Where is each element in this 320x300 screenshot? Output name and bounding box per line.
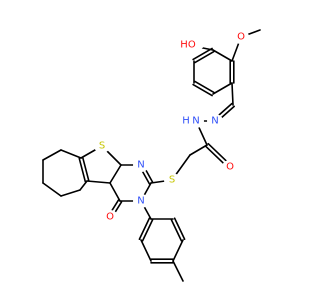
atom-text-o_methoxy: O bbox=[237, 32, 245, 43]
bond-c7a-h1 bbox=[60, 149, 82, 159]
bond-h1-h2 bbox=[42, 149, 62, 161]
bond-r1-r2 bbox=[212, 49, 233, 62]
atom-label-n_imine: N bbox=[207, 114, 223, 128]
bond-t1-t2 bbox=[138, 217, 151, 241]
atom-label-o_amide: O bbox=[222, 160, 238, 174]
bond-r6-r1 bbox=[194, 50, 215, 64]
bond-c3a-c4a bbox=[86, 180, 111, 184]
atom-label-o_ketone: O bbox=[102, 210, 118, 224]
atom-text-n_amide: N bbox=[192, 116, 199, 127]
atom-text-s_thiophene: S bbox=[99, 141, 105, 152]
atom-label-n_amide: N bbox=[188, 114, 204, 128]
bonds-layer bbox=[42, 29, 261, 282]
bond-r3-r4 bbox=[212, 82, 233, 95]
bond-t5-t6 bbox=[170, 218, 183, 242]
atom-text-n_ring_upper: N bbox=[137, 160, 144, 171]
atom-label-ho: HO bbox=[172, 38, 204, 52]
atom-label-s_thiophene: S bbox=[94, 139, 110, 153]
atom-text-o_amide: O bbox=[226, 162, 234, 173]
bond-c4a-c4 bbox=[109, 182, 121, 202]
atom-label-o_methoxy: O bbox=[233, 30, 249, 44]
atom-label-s_thioether: S bbox=[164, 173, 180, 187]
bond-c7a-c3a bbox=[81, 156, 90, 182]
bond-t1-t2 bbox=[141, 218, 154, 242]
bond-t5-t6 bbox=[173, 217, 186, 241]
bond-r6-r1 bbox=[192, 47, 213, 61]
atom-label-n_ring_upper: N bbox=[133, 158, 149, 172]
atom-text-s_thioether: S bbox=[169, 175, 175, 186]
atom-text-o_ketone: O bbox=[106, 212, 114, 223]
atom-text-n_ring_lower: N bbox=[137, 196, 144, 207]
atom-text-ho: HO bbox=[180, 40, 196, 51]
bond-c3ab-c3a bbox=[79, 180, 88, 191]
bond-r4-r5 bbox=[192, 83, 213, 97]
bond-h4-c3ab bbox=[60, 189, 81, 197]
atom-text-n_imine: N bbox=[211, 116, 218, 127]
bond-r3-ch bbox=[231, 82, 234, 106]
atom-text-h_amide: H bbox=[182, 116, 190, 127]
bond-r4-r5 bbox=[194, 80, 215, 94]
bond-c8a-c4a bbox=[109, 164, 122, 184]
bond-c7a-c3a bbox=[78, 157, 87, 183]
bond-t4-me2 bbox=[172, 260, 184, 282]
bond-h3-h4 bbox=[42, 182, 62, 197]
bond-cc-ch2 bbox=[189, 144, 208, 156]
atom-label-h_amide: H bbox=[180, 114, 192, 128]
bond-t2-t3 bbox=[140, 239, 152, 262]
bond-t4-t5 bbox=[172, 239, 184, 262]
atom-label-n_ring_lower: N bbox=[133, 194, 149, 208]
